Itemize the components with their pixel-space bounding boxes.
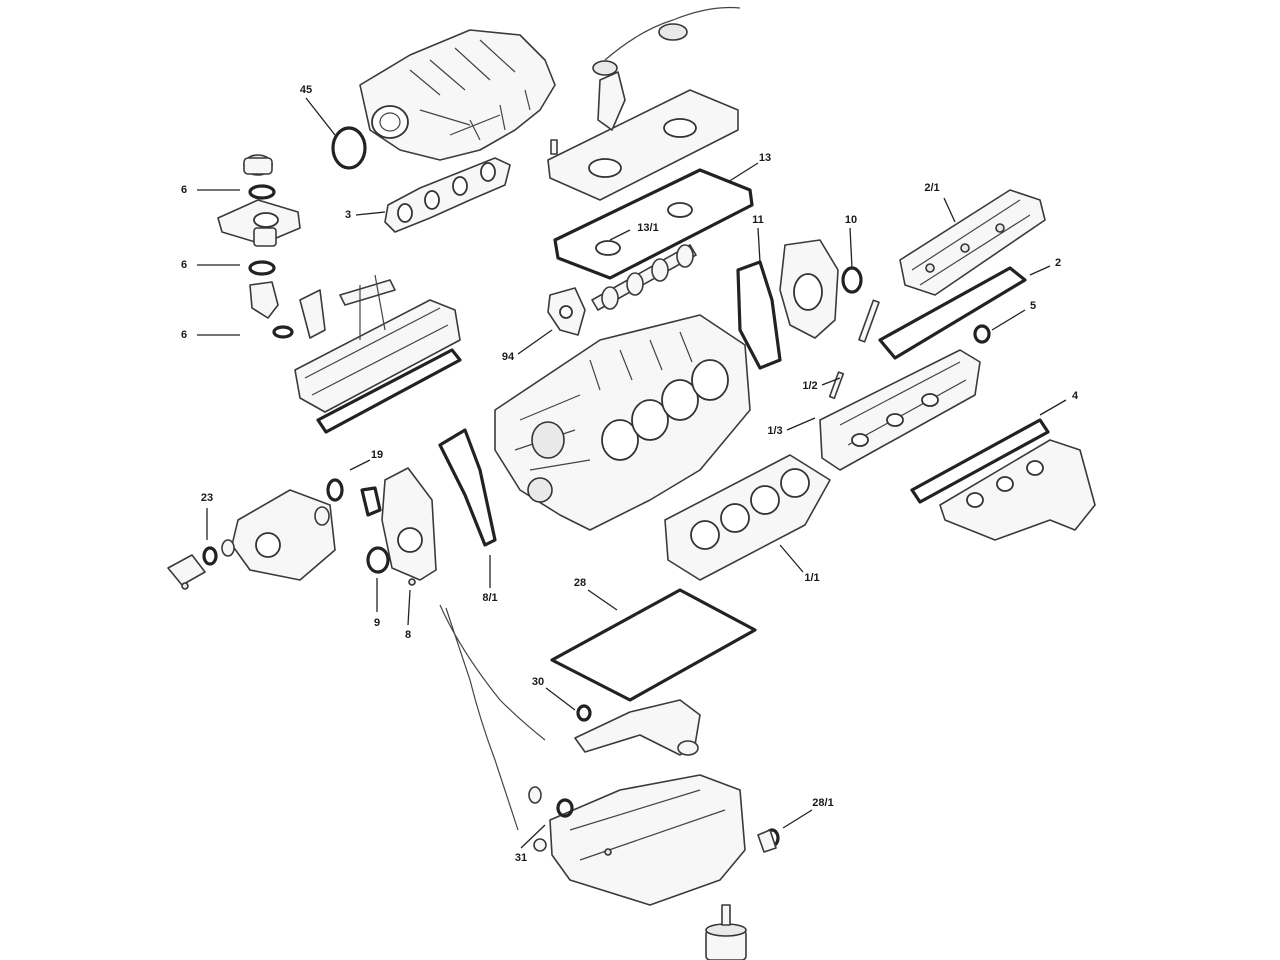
callout-2: 2 bbox=[1055, 257, 1061, 269]
camshaft bbox=[591, 244, 697, 311]
callout-3: 3 bbox=[345, 209, 351, 221]
callout-13-1: 13/1 bbox=[637, 222, 658, 234]
callout-leaders bbox=[197, 97, 1067, 849]
leader-line bbox=[407, 589, 411, 626]
rear-cover bbox=[736, 239, 863, 370]
callout-2-1: 2/1 bbox=[924, 182, 939, 194]
leader-line bbox=[786, 417, 816, 431]
engine-block bbox=[494, 314, 751, 531]
leader-line bbox=[520, 824, 546, 849]
callout-13: 13 bbox=[759, 152, 771, 164]
camshaft-retainer bbox=[547, 287, 586, 336]
leader-line bbox=[517, 329, 553, 355]
leader-line bbox=[779, 544, 804, 573]
throttle-body-gasket bbox=[331, 126, 367, 170]
leader-line bbox=[587, 589, 618, 611]
callout-1-2: 1/2 bbox=[802, 380, 817, 392]
leader-line bbox=[349, 459, 371, 471]
callout-10: 10 bbox=[845, 214, 857, 226]
cylinder-head-right bbox=[819, 299, 981, 471]
callout-4: 4 bbox=[1072, 390, 1079, 402]
callout-28: 28 bbox=[574, 577, 586, 589]
leader-line bbox=[821, 377, 841, 386]
valve-cover-top bbox=[547, 6, 754, 280]
leader-line bbox=[849, 227, 853, 269]
callout-9: 9 bbox=[374, 617, 380, 629]
callout-1-3: 1/3 bbox=[767, 425, 782, 437]
oil-filter bbox=[705, 904, 747, 960]
callout-31: 31 bbox=[515, 852, 527, 864]
exhaust-manifold bbox=[910, 418, 1096, 541]
dipstick bbox=[439, 604, 546, 831]
callout-45: 45 bbox=[300, 84, 312, 96]
leader-line bbox=[757, 227, 761, 263]
callout-94: 94 bbox=[502, 351, 515, 363]
callout-28-1: 28/1 bbox=[812, 797, 833, 809]
leader-line bbox=[1039, 399, 1067, 416]
oil-filler-cap bbox=[217, 154, 301, 339]
leader-line bbox=[609, 229, 631, 241]
leader-line bbox=[991, 309, 1026, 331]
callout-8-1: 8/1 bbox=[482, 592, 497, 604]
oil-pickup bbox=[574, 699, 701, 756]
callout-19: 19 bbox=[371, 449, 383, 461]
callout-30: 30 bbox=[532, 676, 544, 688]
leader-line bbox=[727, 162, 759, 183]
leader-line bbox=[545, 687, 576, 711]
callout-5: 5 bbox=[1030, 300, 1036, 312]
leader-line bbox=[782, 809, 813, 829]
oil-pan-gasket bbox=[550, 588, 757, 702]
callout-6c: 6 bbox=[181, 329, 187, 341]
front-cover bbox=[360, 428, 497, 586]
oil-pan bbox=[528, 774, 780, 906]
intake-manifold-gasket bbox=[384, 157, 511, 233]
callout-11: 11 bbox=[752, 214, 764, 226]
water-pump bbox=[167, 478, 344, 590]
leader-line bbox=[1029, 265, 1051, 276]
leader-line bbox=[355, 211, 386, 216]
callout-6b: 6 bbox=[181, 259, 187, 271]
intake-manifold bbox=[359, 29, 556, 161]
callout-1-1: 1/1 bbox=[804, 572, 819, 584]
head-gasket bbox=[664, 454, 831, 581]
valve-cover-left bbox=[294, 274, 462, 434]
valve-cover-right bbox=[878, 189, 1046, 360]
leader-line bbox=[305, 97, 336, 136]
callout-6a: 6 bbox=[181, 184, 187, 196]
callout-23: 23 bbox=[201, 492, 213, 504]
callout-8: 8 bbox=[405, 629, 411, 641]
leader-line bbox=[943, 197, 956, 223]
